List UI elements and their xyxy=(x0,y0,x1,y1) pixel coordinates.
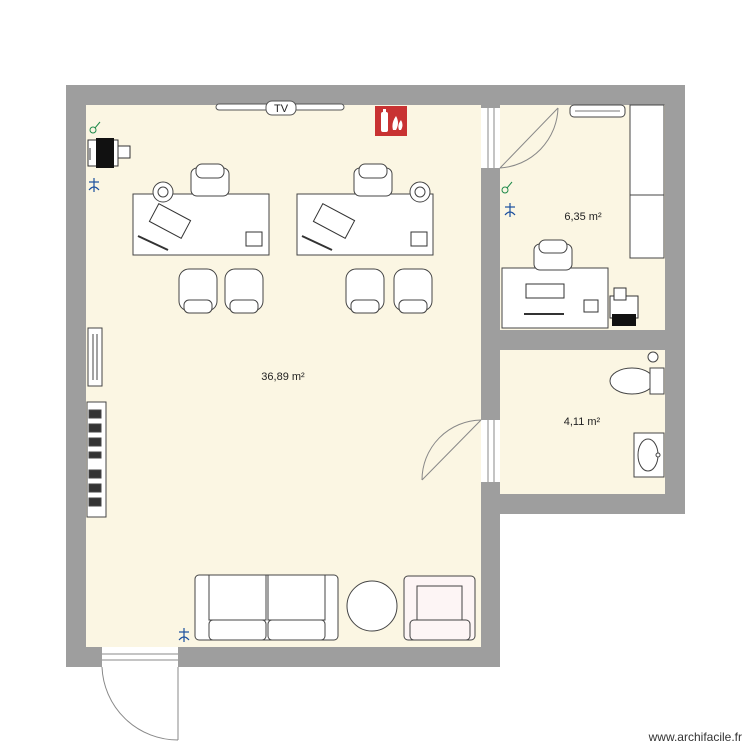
tv-label: TV xyxy=(274,103,289,115)
sofa xyxy=(194,574,339,641)
radiator xyxy=(87,327,103,387)
sink xyxy=(633,432,665,478)
printer-icon xyxy=(87,138,131,168)
room-area-small-office: 6,35 m² xyxy=(564,211,602,223)
fire-extinguisher-icon xyxy=(375,106,407,136)
outlet-icon xyxy=(88,178,516,642)
tv: TV xyxy=(215,100,345,116)
desk-3 xyxy=(501,239,609,329)
cabinet xyxy=(629,104,665,259)
doors xyxy=(101,107,559,741)
desk-1 xyxy=(132,163,270,256)
watermark: www.archifacile.fr xyxy=(648,730,742,744)
switch-icon xyxy=(89,121,513,194)
printer-icon xyxy=(609,287,639,326)
armchair xyxy=(403,575,476,641)
round-table xyxy=(346,580,398,632)
desk-2 xyxy=(296,163,434,256)
toilet xyxy=(609,351,665,395)
bookshelf xyxy=(86,401,107,518)
visitor-chairs xyxy=(178,268,433,314)
air-conditioner xyxy=(569,104,626,118)
room-area-main-office: 36,89 m² xyxy=(261,371,305,383)
room-area-bathroom: 4,11 m² xyxy=(564,416,601,428)
